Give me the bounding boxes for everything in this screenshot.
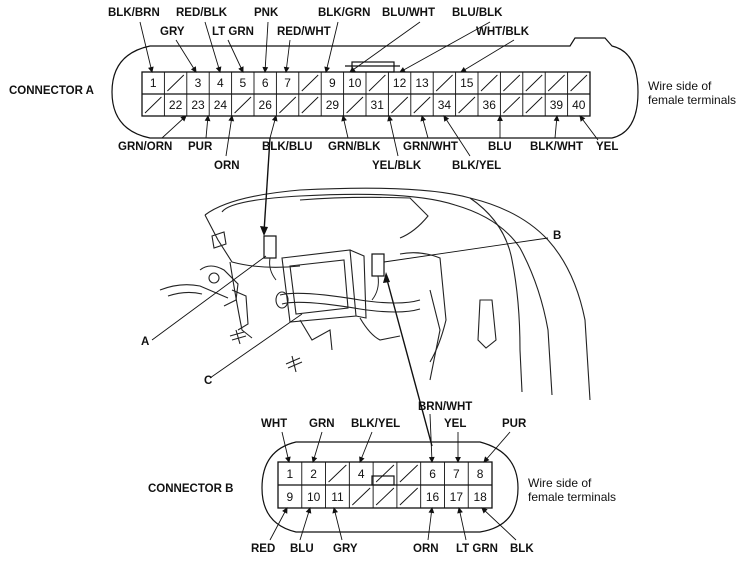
connector-a-pin-6: 6 [261,76,269,90]
connector-a-pin-12: 12 [392,76,407,90]
callout-b-leader [383,237,549,263]
connector-b-housing [261,441,519,533]
connector-b-pin-16: 16 [425,489,440,504]
wire-label-a-top-9: WHT/BLK [476,26,530,38]
connector-a-pin-23: 23 [191,98,205,112]
pointer-connector-a [263,137,271,233]
wire-label-a-top-2: RED/BLK [176,7,228,19]
connector-b-lock-tab [371,475,395,486]
wire-label-a-bottom-0: GRN/ORN [118,141,173,153]
connector-a-pin-10: 10 [348,76,362,90]
screw-left [229,329,247,345]
wire-label-b-bottom-2: GRY [333,543,358,555]
wire-label-b-bottom-0: RED [251,543,276,555]
wire-label-a-bottom-7: BLU [488,141,512,153]
connector-a-pin-5: 5 [239,76,247,90]
wire-label-a-bottom-4: GRN/BLK [328,141,381,153]
wire-label-a-top-5: RED/WHT [277,26,331,38]
connector-a-housing [111,37,639,139]
connector-b-pin-2: 2 [310,466,317,481]
pointer-connector-b [385,275,433,447]
connector-b-pin-10: 10 [306,489,321,504]
connector-a-pin-1: 1 [149,76,157,90]
connector-a-pin-29: 29 [325,98,340,112]
connector-a-pin-15: 15 [460,76,474,90]
wire-label-a-bottom-5: YEL/BLK [372,160,422,172]
callout-b: B [553,230,562,242]
connector-a-pin-24: 24 [213,98,228,112]
connector-a-pin-39: 39 [549,98,564,112]
wire-label-a-top-4: PNK [254,7,279,19]
connector-b-pin-1: 1 [286,466,294,481]
dashboard-illustration [159,187,591,401]
wire-label-b-top-0: WHT [261,418,288,430]
connector-b-pin-11: 11 [331,489,344,504]
connector-b-pin-6: 6 [429,466,436,481]
wire-label-b-top-1: GRN [309,418,335,430]
connector-a-lock-tab [351,61,395,73]
wire-label-b-bottom-1: BLU [290,543,314,555]
wire-label-a-top-8: BLU/BLK [452,7,503,19]
connector-a-side-note: Wire side of female terminals [648,79,737,108]
connector-a-pin-9: 9 [329,76,336,90]
connector-a-pin-7: 7 [284,76,291,90]
wire-label-a-bottom-3: BLK/BLU [262,141,313,153]
harness-plug-b [371,253,385,277]
wire-label-b-top-2: BLK/YEL [351,418,401,430]
connector-b-pin-4: 4 [357,466,365,481]
wire-label-a-top-0: BLK/BRN [108,7,160,19]
connector-a-pin-40: 40 [572,98,586,112]
connector-a-pin-26: 26 [258,98,272,112]
screw-lower [285,355,303,373]
connector-a-side-note-line2: female terminals [648,92,737,107]
wire-label-a-top-7: BLU/WHT [382,7,436,19]
connector-b-pin-9: 9 [286,489,294,504]
wire-label-a-top-6: BLK/GRN [318,7,371,19]
connector-a-pin-13: 13 [415,76,429,90]
connector-a-side-note-line1: Wire side of [648,79,712,93]
connector-a-pin-3: 3 [194,76,202,90]
wire-label-a-bottom-1: PUR [188,141,213,153]
connector-b-pin-17: 17 [449,489,464,504]
wire-label-a-bottom-10: YEL [596,141,619,153]
wire-label-a-bottom-9: BLK/WHT [530,141,584,153]
wire-label-a-top-3: LT GRN [212,26,254,38]
wire-label-b-top-3: BRN/WHT [418,401,473,413]
wire-label-b-top-5: PUR [502,418,527,430]
wire-label-b-bottom-3: ORN [413,543,439,555]
connector-b-title: CONNECTOR B [148,483,234,495]
connector-b-side-note-line2: female terminals [528,489,617,504]
wire-label-a-bottom-2: ORN [214,160,240,172]
connector-b-side-note: Wire side of female terminals [528,476,617,505]
callout-a-leader [151,255,267,341]
wire-label-a-top-1: GRY [160,26,185,38]
connector-b-pin-7: 7 [452,466,460,481]
connector-a-pin-31: 31 [370,98,384,112]
wire-label-b-top-4: YEL [444,418,467,430]
callout-c-leader [209,313,303,379]
wire-label-b-bottom-5: BLK [510,543,534,555]
wire-label-a-bottom-6: GRN/WHT [403,141,458,153]
callout-c: C [204,375,213,387]
callout-a: A [141,336,150,348]
connector-a-title: CONNECTOR A [9,85,94,97]
connector-b-pin-18: 18 [473,489,487,504]
connector-a-pin-4: 4 [217,76,224,90]
harness-plug-a [263,235,277,259]
connector-b-side-note-line1: Wire side of [528,476,592,490]
wire-label-a-bottom-8: BLK/YEL [452,160,502,172]
connector-a-pin-22: 22 [168,98,183,112]
wire-label-b-bottom-4: LT GRN [456,543,498,555]
connector-a-pin-34: 34 [437,98,452,112]
connector-a-pin-36: 36 [482,98,496,112]
connector-b-pin-8: 8 [476,466,484,481]
